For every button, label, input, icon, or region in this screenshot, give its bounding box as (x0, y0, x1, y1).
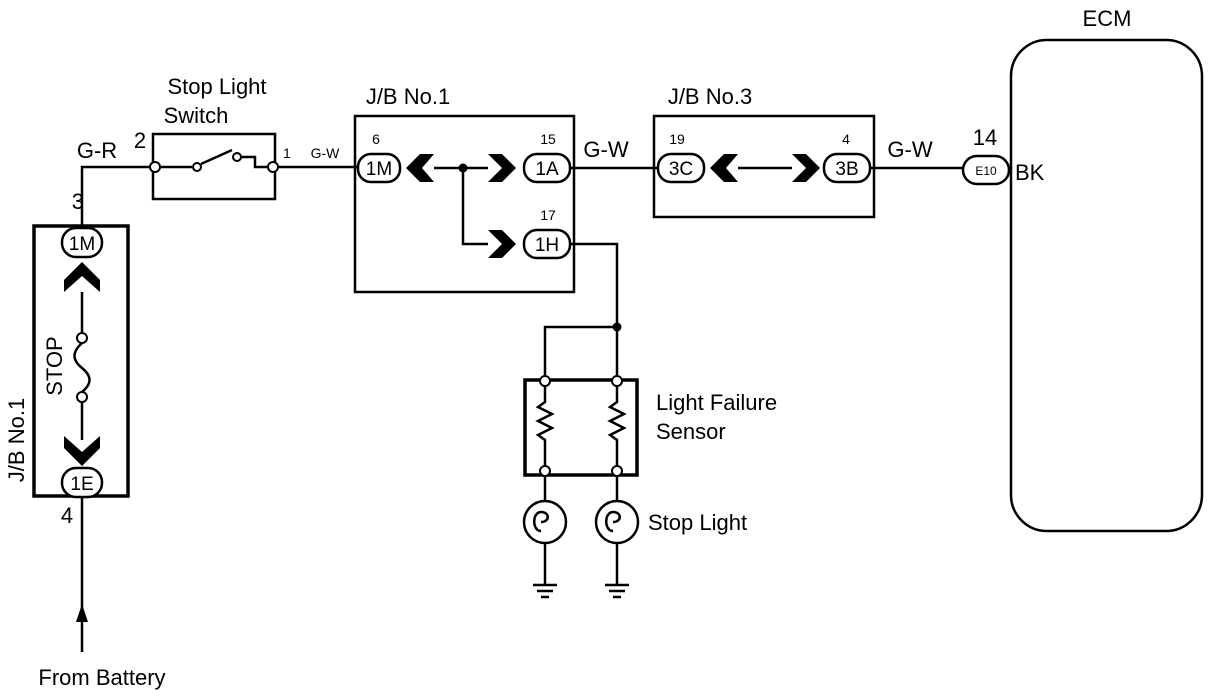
sensor-terminal-right-bottom (611, 465, 623, 477)
jb1-bottom-chevron-icon (64, 436, 100, 466)
fuse-terminal-bottom (76, 391, 88, 403)
jb1-lower-chevron-icon (488, 230, 516, 258)
sensor-junction-dot (612, 322, 622, 332)
jb1-c2-pin: 15 (540, 131, 556, 147)
stop-light-switch-label-line1: Stop Light (167, 74, 266, 99)
light-failure-sensor-label-line2: Sensor (656, 419, 726, 444)
sensor-resistor-right-icon (607, 386, 627, 466)
g-w-wire-label-2: G-W (887, 137, 932, 162)
jb3-junction-block-name: J/B No.3 (668, 84, 752, 109)
ecm-connector-e10 (961, 154, 1011, 186)
switch-terminal-1 (267, 161, 279, 173)
jb3-to-ecm-wire: G-W (870, 137, 963, 170)
sensor-terminal-right-top (611, 375, 623, 387)
light-failure-sensor-label-line1: Light Failure (656, 390, 777, 415)
switch-blade-icon (200, 148, 233, 166)
bulb-filament-left-icon (533, 510, 549, 533)
stop-fuse-icon (73, 342, 91, 393)
jb3-right-chevron-icon (792, 154, 820, 182)
jb1-right-chevron-icon (488, 154, 516, 182)
g-r-wire: G-R (77, 138, 150, 228)
jb1-top-chevron-icon (64, 262, 100, 292)
light-failure-sensor-outline (523, 378, 639, 477)
jb3-c1-pin: 19 (669, 131, 685, 147)
ecm-title: ECM (1083, 6, 1132, 31)
from-battery-label: From Battery (38, 665, 165, 690)
fuse-terminal-top (76, 332, 88, 344)
jb1-left-chevron-icon (406, 154, 434, 182)
jb1-c1-pin: 6 (372, 131, 380, 147)
stop-light-switch: Stop Light Switch 2 1 (134, 74, 291, 201)
jb1-junction-block-name: J/B No.1 (366, 84, 450, 109)
jb3-junction-block-outline (652, 114, 876, 219)
ecm-connector-label: E10 (975, 164, 997, 178)
jb3-left-chevron-icon (710, 154, 738, 182)
jb1-to-jb3-wire: G-W (570, 137, 657, 170)
jb1-c3-pin: 17 (540, 207, 556, 223)
jb3-connector-3c (656, 152, 706, 184)
up-arrow-icon (76, 604, 88, 622)
light-failure-sensor: Light Failure Sensor (523, 375, 777, 477)
switch-contact-b (232, 152, 242, 162)
jb1-junction-block-outline (353, 114, 576, 294)
stop-light-label: Stop Light (648, 510, 747, 535)
jb3-c1-label: 3C (669, 159, 693, 180)
jb1-connector-1e-label: 1E (70, 474, 93, 495)
ecm-wire-color: BK (1015, 160, 1045, 185)
jb1-bottom-pin: 4 (61, 503, 73, 528)
jb1-c3-label: 1H (535, 235, 559, 256)
g-w-wire-label-1: G-W (583, 137, 628, 162)
jb3-junction-block: J/B No.3 19 3C 4 3B (652, 84, 876, 219)
switch-to-jb1-wire: G-W (278, 145, 357, 169)
jb1-fuse-box-name: J/B No.1 (4, 398, 29, 482)
stop-lights: Stop Light (522, 476, 747, 599)
switch-pin-2: 2 (134, 128, 146, 153)
switch-contact-a (192, 162, 202, 172)
jb1-c1-label: 1M (366, 159, 392, 180)
jb1-to-sensor-wire (543, 242, 622, 376)
stop-light-switch-label-line2: Switch (164, 103, 229, 128)
jb1-c2-label: 1A (535, 159, 559, 180)
stop-fuse-label: STOP (42, 336, 67, 396)
jb1-junction-block: J/B No.1 6 1M 15 1A 17 1H (353, 84, 576, 294)
ecm-outline (1009, 38, 1204, 533)
sensor-terminal-left-top (539, 375, 551, 387)
ecm-unit: ECM 14 E10 BK (961, 6, 1204, 533)
jb1-connector-1m-label: 1M (69, 234, 95, 255)
sensor-resistor-left-icon (535, 386, 555, 466)
sensor-terminal-left-bottom (539, 465, 551, 477)
bulb-filament-right-icon (605, 510, 621, 533)
battery-feed: From Battery (38, 497, 166, 690)
switch-pin-1: 1 (283, 145, 291, 161)
switch-terminal-2 (149, 161, 161, 173)
jb3-c2-label: 3B (835, 159, 858, 180)
jb1-connector-1m-mid (356, 152, 402, 184)
g-w-small-wire-label: G-W (311, 145, 341, 161)
g-r-wire-label: G-R (77, 138, 117, 163)
ecm-pin-number: 14 (973, 125, 997, 150)
jb1-fuse-box: J/B No.1 3 1M STOP 1E 4 (4, 189, 130, 528)
jb3-c2-pin: 4 (842, 131, 850, 147)
